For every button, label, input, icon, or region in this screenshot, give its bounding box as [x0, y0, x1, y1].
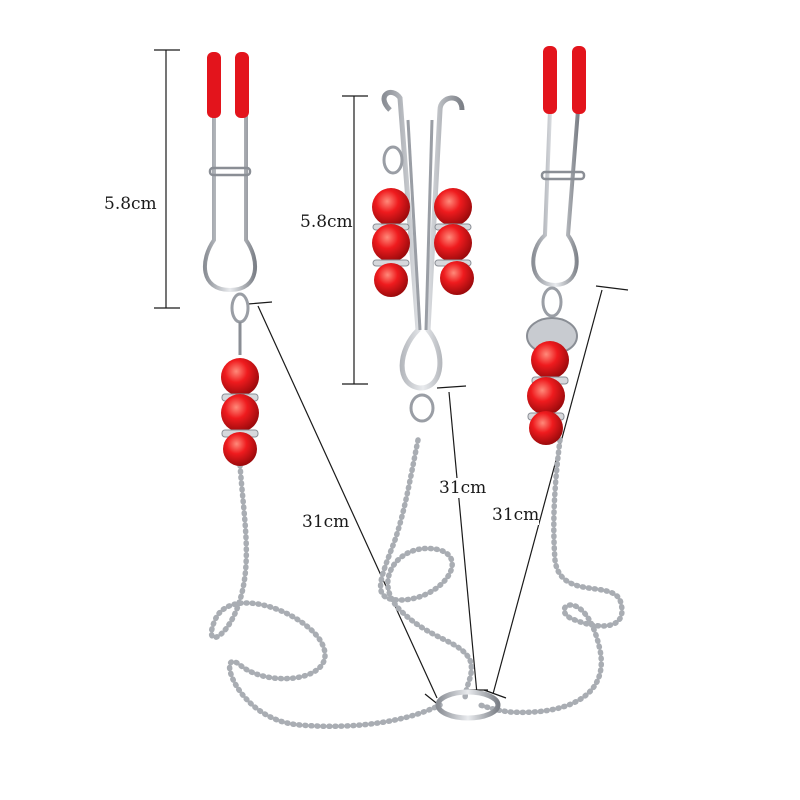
clamp-left — [202, 52, 258, 355]
length-label-right: 31cm — [492, 505, 540, 525]
chain-left — [208, 462, 443, 730]
tip-right-b — [572, 46, 586, 114]
length-label-center: 31cm — [439, 478, 487, 498]
beads-left — [221, 358, 259, 466]
tip-right-a — [543, 46, 557, 114]
length-label-left: 31cm — [302, 512, 350, 532]
ball-chains — [208, 437, 625, 730]
height-label-left: 5.8cm — [104, 194, 157, 214]
connector-ring — [435, 689, 501, 721]
chain-right — [477, 437, 625, 716]
height-label-center: 5.8cm — [300, 212, 353, 232]
beads-right — [527, 341, 569, 445]
beads-center-left — [372, 145, 410, 297]
clamp-center — [381, 90, 465, 423]
beads-center-right — [434, 188, 474, 295]
tip-left-b — [235, 52, 249, 118]
chain-center — [377, 437, 475, 703]
clamp-right — [526, 46, 586, 355]
tip-left-a — [207, 52, 221, 118]
